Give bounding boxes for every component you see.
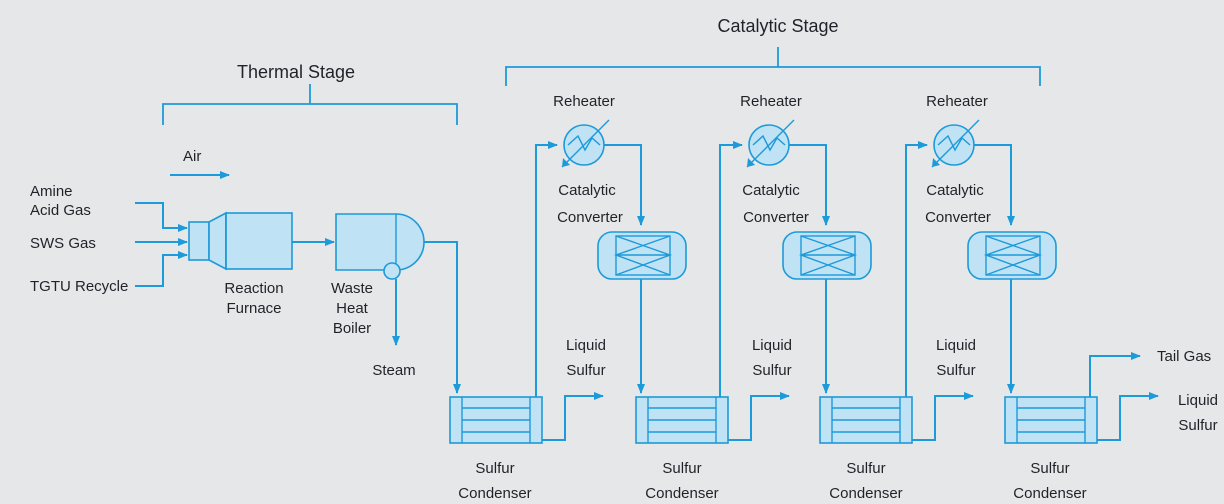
sws-gas-label: SWS Gas xyxy=(30,235,96,252)
reheater-2-label: Reheater xyxy=(740,93,802,110)
air-label: Air xyxy=(183,148,201,165)
steam-label: Steam xyxy=(372,362,415,379)
liquid-sulfur-4-label-line2: Sulfur xyxy=(1178,417,1217,434)
reheater-2-to-converter-2-line xyxy=(789,144,830,226)
liquid-sulfur-3-label-line1: Liquid xyxy=(936,337,976,354)
catalytic-stage-bracket xyxy=(505,47,1041,86)
amine-acid-gas-label-line2: Acid Gas xyxy=(30,202,91,219)
condenser-4-label-line2: Condenser xyxy=(1013,485,1086,502)
converter-2-label-line2: Converter xyxy=(743,209,809,226)
reheater-1-to-converter-1-line xyxy=(604,144,645,226)
thermal-stage-bracket xyxy=(162,84,458,125)
converter-3-label-line1: Catalytic xyxy=(926,182,984,199)
boiler-to-condenser-1-line xyxy=(424,241,461,394)
liquid-sulfur-3-label-line2: Sulfur xyxy=(936,362,975,379)
tail-gas-arrow xyxy=(1089,352,1141,397)
condenser-3-label-line1: Sulfur xyxy=(846,460,885,477)
catalytic-stage-label: Catalytic Stage xyxy=(717,16,838,36)
condenser-2-label-line2: Condenser xyxy=(645,485,718,502)
converter-2-label-line1: Catalytic xyxy=(742,182,800,199)
condenser-1-to-reheater-1-line xyxy=(535,141,558,397)
condenser-3-to-reheater-3-line xyxy=(905,141,928,397)
waste-heat-boiler-label-line2: Heat xyxy=(336,300,369,317)
liquid-sulfur-outlet-4 xyxy=(1097,392,1159,441)
liquid-sulfur-1-label-line1: Liquid xyxy=(566,337,606,354)
reheater-2 xyxy=(746,119,795,168)
condenser-1-label-line1: Sulfur xyxy=(475,460,514,477)
condenser-2-label-line1: Sulfur xyxy=(662,460,701,477)
sulfur-condenser-2 xyxy=(635,396,729,444)
reaction-furnace-label-line1: Reaction xyxy=(224,280,283,297)
amine-acid-gas-label-line1: Amine xyxy=(30,183,73,200)
converter-3-label-line2: Converter xyxy=(925,209,991,226)
reheater-1-label: Reheater xyxy=(553,93,615,110)
sulfur-condenser-1 xyxy=(449,396,543,444)
condenser-3-label-line2: Condenser xyxy=(829,485,902,502)
catalytic-converter-2 xyxy=(782,231,872,280)
reheater-3-to-converter-3-line xyxy=(974,144,1015,226)
tail-gas-label: Tail Gas xyxy=(1157,348,1211,365)
catalytic-converter-3 xyxy=(967,231,1057,280)
liquid-sulfur-1-label-line2: Sulfur xyxy=(566,362,605,379)
thermal-stage-label: Thermal Stage xyxy=(237,62,355,82)
waste-heat-boiler-label-line1: Waste xyxy=(331,280,373,297)
liquid-sulfur-2-label-line1: Liquid xyxy=(752,337,792,354)
converter-1-label-line1: Catalytic xyxy=(558,182,616,199)
catalytic-converter-1 xyxy=(597,231,687,280)
tgtu-recycle-label: TGTU Recycle xyxy=(30,278,128,295)
liquid-sulfur-outlet-3 xyxy=(912,392,974,441)
liquid-sulfur-outlet-2 xyxy=(728,392,790,441)
condenser-1-label-line2: Condenser xyxy=(458,485,531,502)
reheater-3-label: Reheater xyxy=(926,93,988,110)
liquid-sulfur-outlet-1 xyxy=(542,392,604,441)
reaction-furnace xyxy=(188,211,293,271)
reheater-1 xyxy=(561,119,610,168)
liquid-sulfur-2-label-line2: Sulfur xyxy=(752,362,791,379)
converter-1-label-line2: Converter xyxy=(557,209,623,226)
waste-heat-boiler xyxy=(335,213,425,280)
reaction-furnace-label-line2: Furnace xyxy=(226,300,281,317)
sulfur-condenser-4 xyxy=(1004,396,1098,444)
sulfur-condenser-3 xyxy=(819,396,913,444)
condenser-2-to-reheater-2-line xyxy=(719,141,743,397)
reheater-3 xyxy=(931,119,980,168)
waste-heat-boiler-label-line3: Boiler xyxy=(333,320,371,337)
liquid-sulfur-4-label-line1: Liquid xyxy=(1178,392,1218,409)
condenser-4-label-line1: Sulfur xyxy=(1030,460,1069,477)
feed-lines xyxy=(135,202,188,287)
